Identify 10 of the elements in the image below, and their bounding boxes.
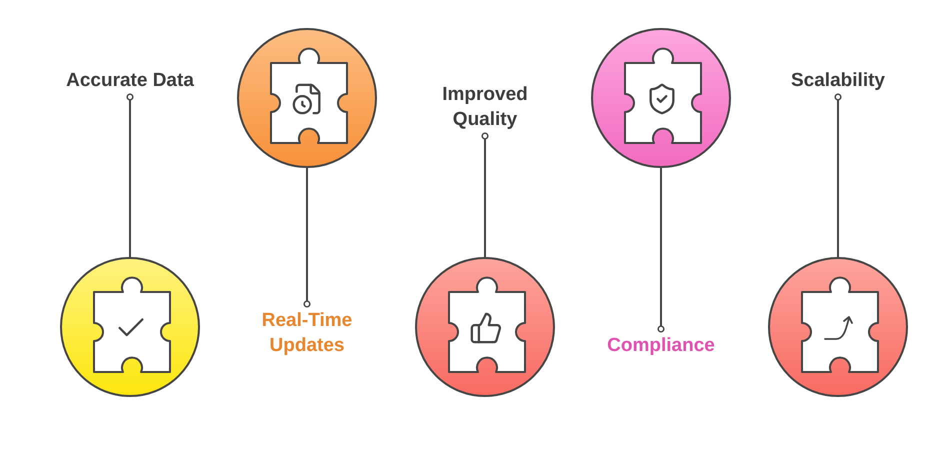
leader-line [126, 93, 134, 257]
label-text: Real-Time Updates [232, 308, 382, 358]
leader-line [834, 93, 842, 257]
label-text: Improved Quality [420, 82, 550, 132]
label-text: Scalability [763, 68, 913, 93]
leader-line [657, 168, 665, 333]
leader-line [481, 132, 489, 257]
label-text: Compliance [586, 333, 736, 358]
label-text: Accurate Data [40, 68, 220, 93]
leader-line [303, 168, 311, 308]
